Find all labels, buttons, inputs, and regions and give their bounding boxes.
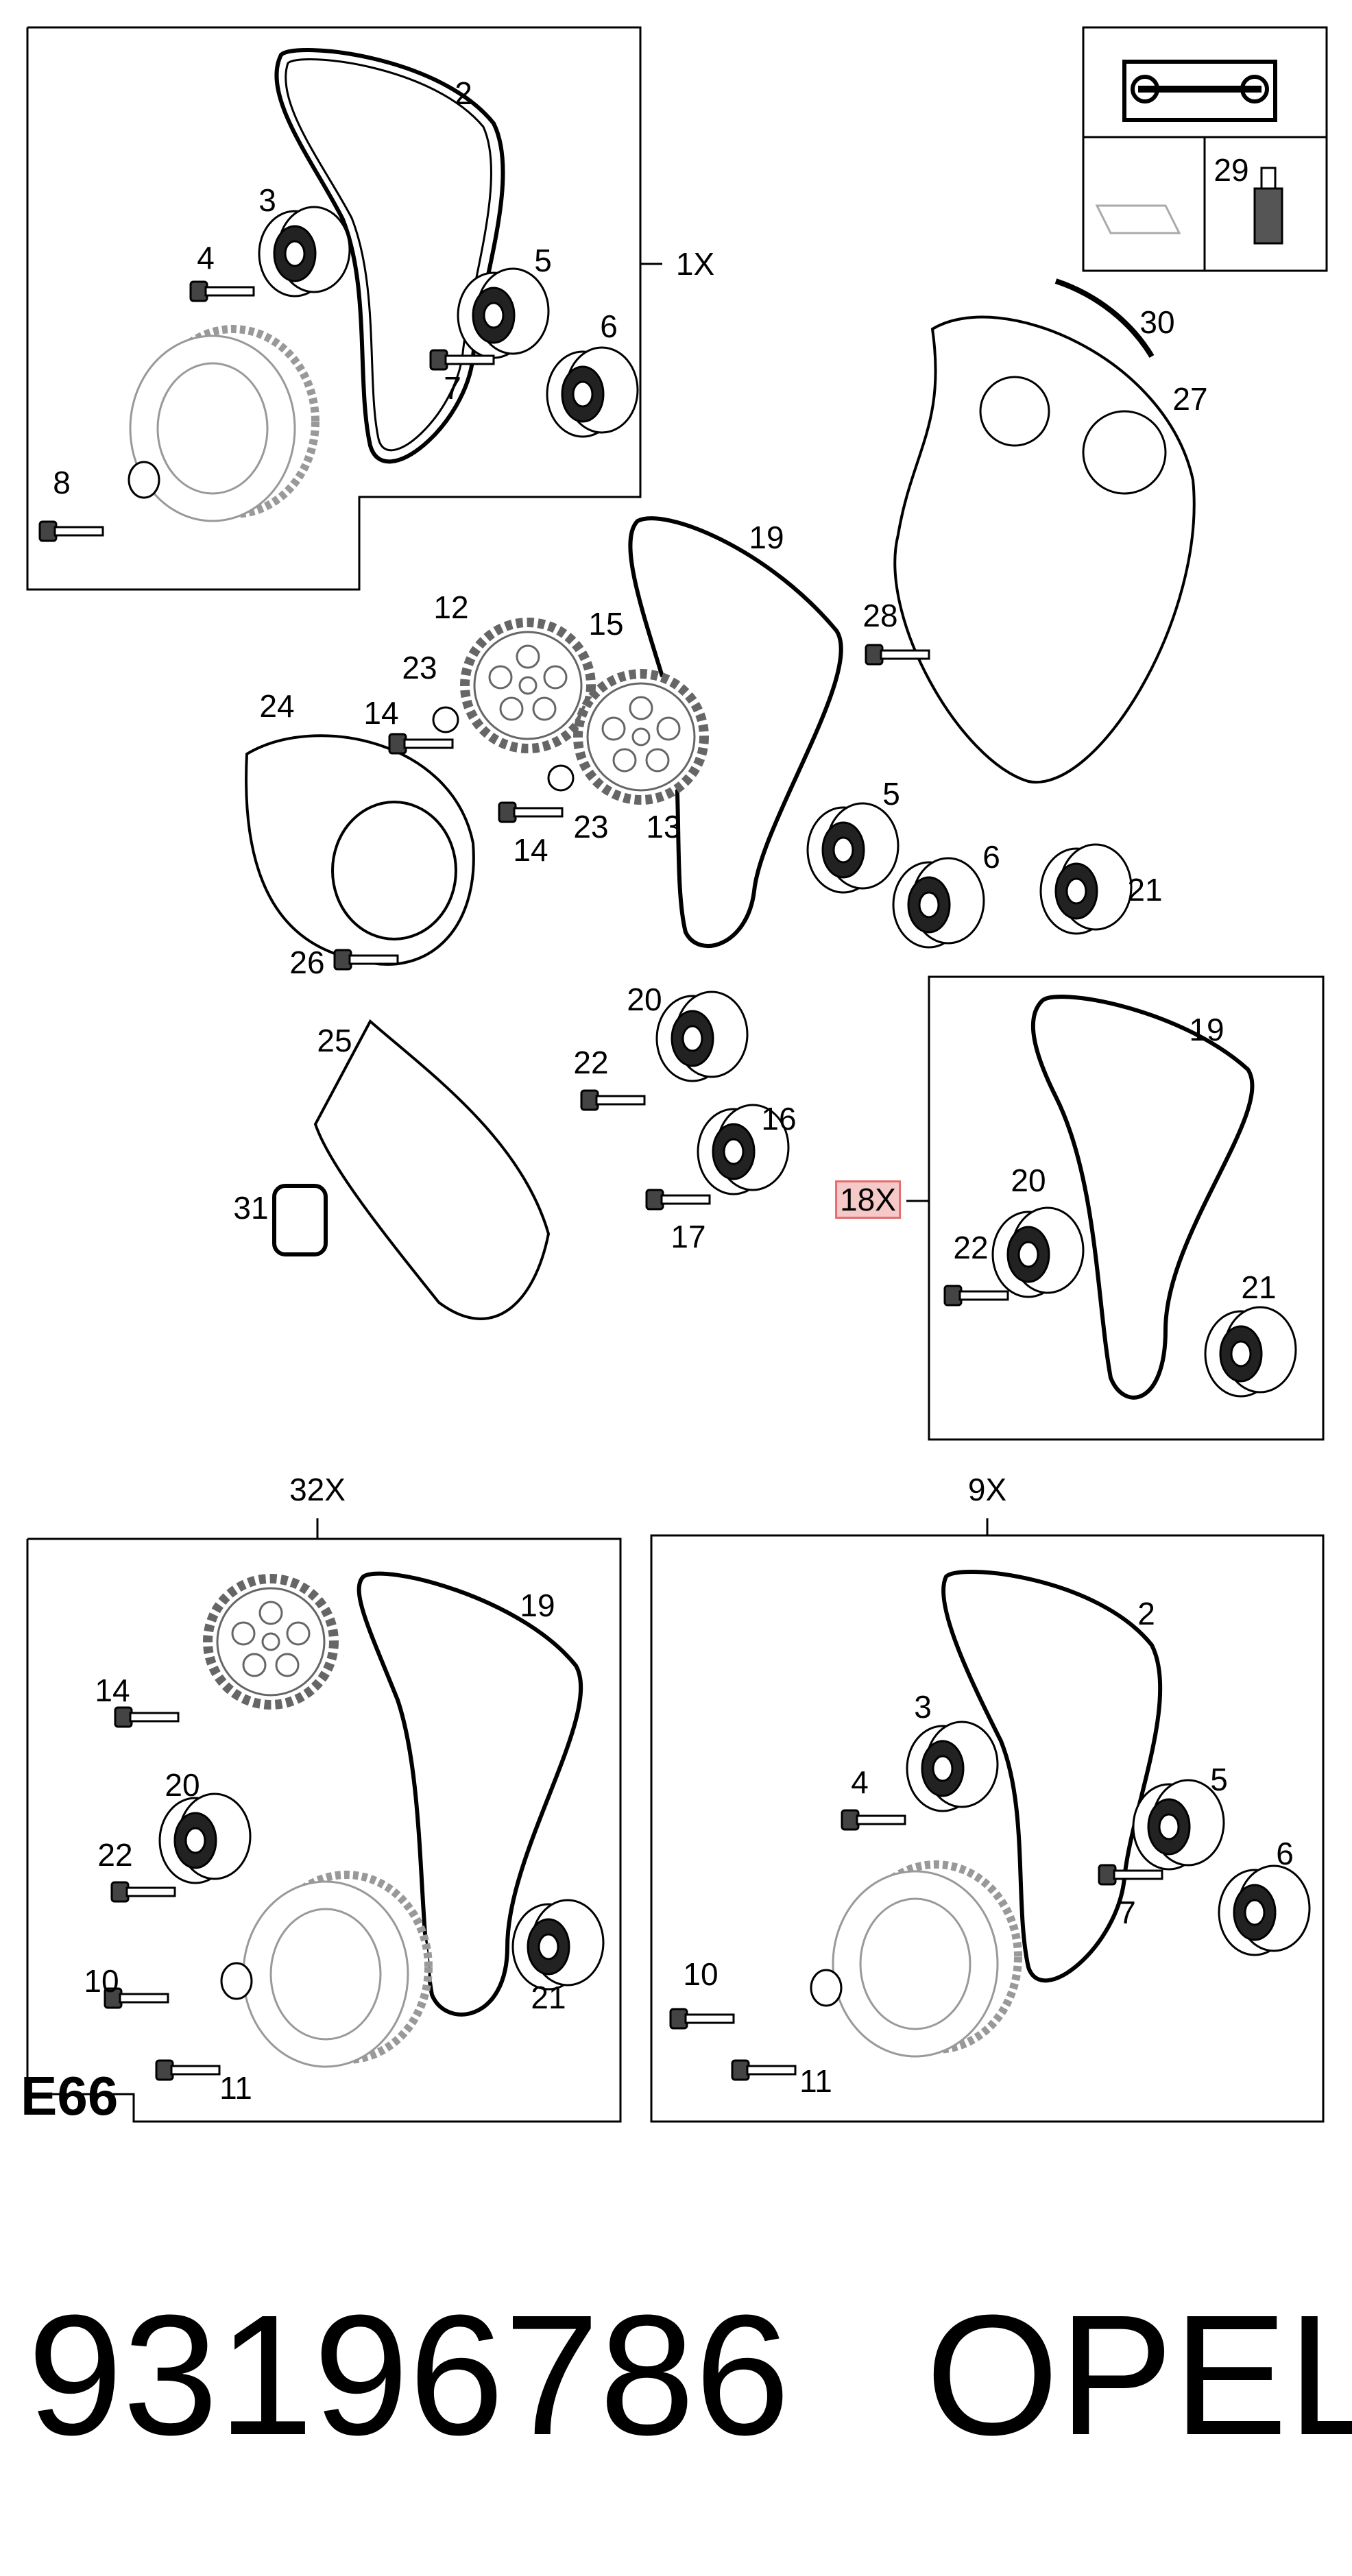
callout-20: 20	[165, 1767, 200, 1803]
callout-16: 16	[761, 1101, 797, 1137]
callout-14: 14	[95, 1673, 130, 1708]
callout-25: 25	[317, 1023, 352, 1058]
callout-6: 6	[1276, 1836, 1294, 1871]
kit-box-18x	[906, 975, 1325, 1441]
tool-box	[1082, 26, 1328, 272]
callout-4: 4	[851, 1764, 869, 1800]
quantity-9x: 9X	[967, 1472, 1007, 1507]
callout-7: 7	[1118, 1895, 1136, 1930]
callout-15: 15	[588, 606, 624, 642]
callout-5: 5	[882, 776, 900, 812]
callout-13: 13	[646, 809, 681, 845]
section-tag: E66	[21, 2065, 119, 2126]
callout-2: 2	[455, 75, 472, 111]
callout-2: 2	[1137, 1596, 1155, 1631]
callout-21: 21	[1127, 872, 1163, 908]
callout-7: 7	[444, 370, 461, 406]
callout-11: 11	[799, 2063, 832, 2099]
middle-assembly	[245, 278, 1196, 1320]
callout-22: 22	[573, 1045, 609, 1080]
callout-30: 30	[1139, 304, 1175, 340]
callout-19: 19	[520, 1588, 555, 1623]
callout-6: 6	[600, 308, 618, 344]
callout-6: 6	[982, 839, 1000, 875]
callout-22: 22	[97, 1837, 133, 1873]
callout-23: 23	[402, 650, 437, 685]
callout-3: 3	[258, 182, 276, 218]
callout-28: 28	[862, 598, 898, 633]
callout-21: 21	[1241, 1269, 1277, 1305]
callout-19: 19	[749, 520, 784, 555]
brand-name: OPEL	[926, 2279, 1352, 2470]
callout-20: 20	[1011, 1163, 1046, 1198]
callout-8: 8	[53, 465, 71, 500]
callout-14: 14	[363, 695, 399, 731]
quantity-1x: 1X	[675, 246, 715, 282]
callout-20: 20	[627, 982, 662, 1017]
quantity-18x: 18X	[835, 1180, 901, 1219]
callout-27: 27	[1172, 381, 1208, 417]
callout-24: 24	[259, 688, 295, 724]
callout-3: 3	[914, 1689, 932, 1725]
kit-box-9x	[650, 1518, 1325, 2123]
callout-26: 26	[289, 945, 325, 980]
callout-4: 4	[197, 240, 215, 276]
callout-21: 21	[531, 1980, 566, 2015]
callout-19: 19	[1189, 1012, 1224, 1047]
part-number: 93196786	[27, 2279, 790, 2470]
callout-5: 5	[1210, 1762, 1228, 1797]
callout-10: 10	[683, 1956, 719, 1992]
callout-29: 29	[1214, 152, 1249, 188]
kit-box-1x	[26, 26, 662, 591]
callout-12: 12	[433, 590, 469, 625]
quantity-32x: 32X	[289, 1472, 346, 1507]
callout-10: 10	[84, 1963, 119, 1999]
callout-17: 17	[671, 1219, 706, 1254]
callout-14: 14	[513, 832, 548, 868]
callout-11: 11	[219, 2070, 252, 2106]
callout-22: 22	[953, 1230, 989, 1265]
callout-5: 5	[534, 243, 552, 278]
callout-23: 23	[573, 809, 609, 845]
callout-31: 31	[233, 1190, 269, 1226]
